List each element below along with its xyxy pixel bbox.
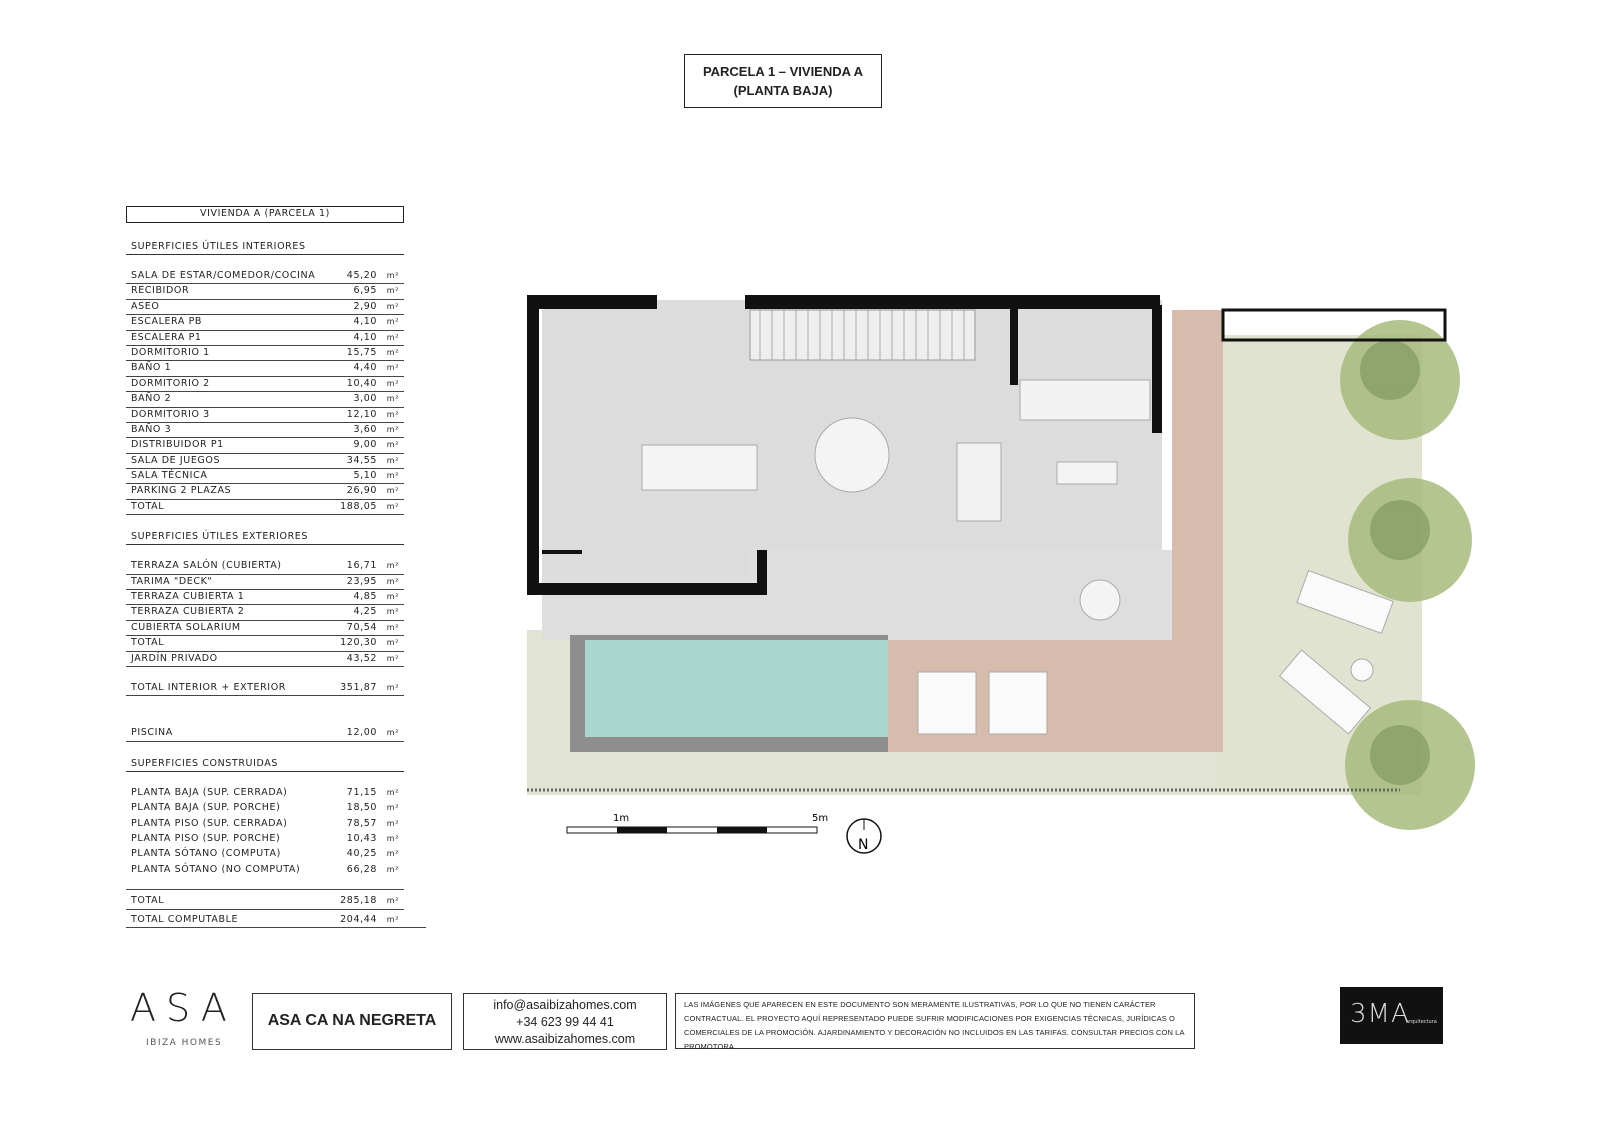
project-name: ASA CA NA NEGRETA xyxy=(252,993,452,1050)
kitchen-island xyxy=(641,444,758,491)
table-header: VIVIENDA A (PARCELA 1) xyxy=(126,206,404,223)
stairs xyxy=(749,309,976,361)
asa-logo: ASA IBIZA HOMES xyxy=(130,986,237,1048)
dining-table xyxy=(814,417,890,493)
coffee-table xyxy=(1056,461,1118,485)
surface-table: VIVIENDA A (PARCELA 1) SUPERFICIES ÚTILE… xyxy=(126,206,426,928)
garden-sunbed-1 xyxy=(1296,569,1394,635)
section-title: SUPERFICIES CONSTRUIDAS xyxy=(126,756,404,772)
phone: +34 623 99 44 41 xyxy=(516,1015,614,1029)
disclaimer: LAS IMÁGENES QUE APARECEN EN ESTE DOCUME… xyxy=(675,993,1195,1051)
svg-text:N: N xyxy=(858,837,868,853)
garden-sunbed-2 xyxy=(1278,649,1372,735)
armchair xyxy=(956,442,1002,522)
website-link[interactable]: www.asaibizahomes.com xyxy=(494,1032,636,1046)
north-arrow: N xyxy=(846,818,882,854)
email-link[interactable]: info@asaibizahomes.com xyxy=(493,998,637,1012)
title-line-2: (PLANTA BAJA) xyxy=(733,83,833,98)
sunbed-2 xyxy=(988,671,1048,735)
walls xyxy=(527,295,1162,595)
title-line-1: PARCELA 1 – VIVIENDA A xyxy=(702,64,864,79)
section-title: SUPERFICIES ÚTILES INTERIORES xyxy=(126,239,404,255)
kitchen-wing xyxy=(542,550,747,580)
railing xyxy=(1221,308,1447,342)
pool-water xyxy=(585,640,888,737)
scale-label-5m: 5m xyxy=(812,813,828,824)
contact-box: info@asaibizahomes.com +34 623 99 44 41 … xyxy=(463,993,667,1050)
floor-plan: 1m 5m N xyxy=(527,295,1475,854)
garden-side-table xyxy=(1350,658,1374,682)
section-title: SUPERFICIES ÚTILES EXTERIORES xyxy=(126,529,404,546)
architect-logo: 3MA arquitectura xyxy=(1340,987,1443,1044)
sofa xyxy=(1019,379,1151,421)
sunbed-1 xyxy=(917,671,977,735)
scale-bar: 1m 5m xyxy=(566,813,828,834)
page-title: PARCELA 1 – VIVIENDA A (PLANTA BAJA) xyxy=(684,54,882,108)
outdoor-table xyxy=(1079,579,1121,621)
deck-side xyxy=(1172,310,1223,640)
scale-label-1m: 1m xyxy=(613,813,629,824)
